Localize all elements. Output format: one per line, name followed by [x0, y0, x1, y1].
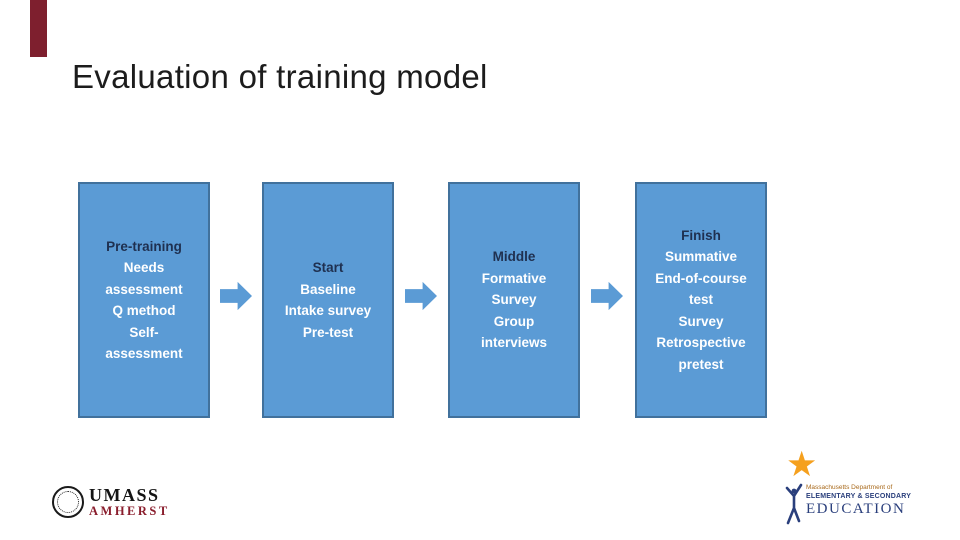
box-line: interviews [480, 335, 548, 351]
box-heading: Start [312, 260, 344, 275]
flow-arrow-icon [405, 281, 437, 311]
box-line: Survey [678, 313, 724, 329]
flow-arrow-icon [220, 281, 252, 311]
box-heading: Pre-training [106, 238, 182, 254]
dese-dept-label: Massachusetts Department of [806, 484, 893, 491]
box-line: Self- [129, 324, 159, 340]
flow-box-pretraining: Pre-training Needs assessment Q method S… [78, 182, 210, 418]
umass-logo: UMASS AMHERST [52, 486, 170, 518]
box-line: Q method [112, 303, 176, 318]
dese-elementary-secondary-label: ELEMENTARY & SECONDARY [806, 493, 912, 500]
umass-city-label: AMHERST [89, 503, 170, 518]
flow-box-finish: Finish Summative End-of-course test Surv… [635, 182, 767, 418]
box-line: assessment [105, 281, 183, 297]
box-line: Retrospective [656, 335, 746, 351]
box-heading: Middle [492, 249, 536, 265]
flow-arrow-icon [591, 281, 623, 311]
box-line: Intake survey [284, 303, 372, 318]
box-line: Needs [123, 260, 165, 275]
box-line: assessment [105, 346, 183, 361]
box-line: Group [493, 313, 535, 329]
accent-bar [30, 0, 47, 57]
box-line: test [688, 292, 713, 308]
umass-wordmark: UMASS [89, 484, 160, 505]
dese-star-icon: ★ [786, 445, 818, 484]
dese-logo: ★ Massachusetts Department of ELEMENTARY… [780, 446, 912, 530]
box-heading: Finish [681, 227, 721, 243]
flow-box-middle: Middle Formative Survey Group interviews [448, 182, 580, 418]
box-line: Baseline [300, 281, 356, 297]
box-line: Formative [481, 270, 547, 286]
umass-seal-icon [52, 486, 84, 518]
box-line: Survey [491, 292, 537, 308]
box-line: pretest [678, 356, 724, 372]
slide-title: Evaluation of training model [72, 58, 488, 95]
dese-education-wordmark: EDUCATION [806, 501, 906, 517]
box-line: Summative [664, 249, 738, 265]
dese-person-icon [785, 483, 803, 525]
box-line: Pre-test [302, 324, 354, 340]
box-line: End-of-course [655, 270, 747, 286]
flow-box-start: Start Baseline Intake survey Pre-test [262, 182, 394, 418]
